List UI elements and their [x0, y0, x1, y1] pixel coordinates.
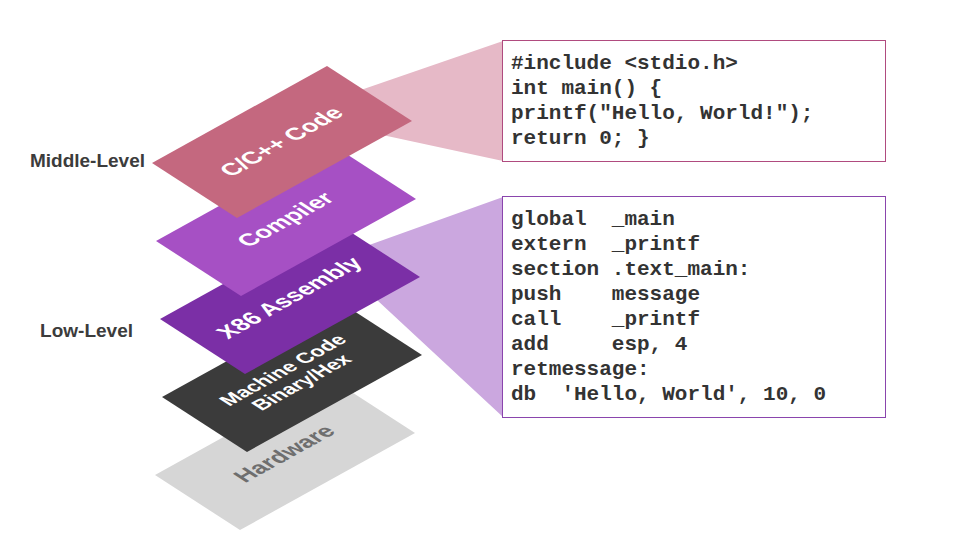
code-line: extern _printf	[511, 232, 877, 257]
code-line: #include <stdio.h>	[511, 51, 877, 76]
code-line: printf("Hello, World!");	[511, 101, 877, 126]
code-line: section .text_main:	[511, 257, 877, 282]
code-line: add esp, 4	[511, 332, 877, 357]
code-line: global _main	[511, 207, 877, 232]
code-line: int main() {	[511, 76, 877, 101]
code-box: #include <stdio.h>int main() {printf("He…	[502, 40, 886, 162]
code-line: retmessage:	[511, 357, 877, 382]
code-box: global _mainextern _printfsection .text_…	[502, 196, 886, 418]
code-line: push message	[511, 282, 877, 307]
code-line: db 'Hello, World', 10, 0	[511, 382, 877, 407]
code-line: call _printf	[511, 307, 877, 332]
level-label: Low-Level	[40, 320, 133, 342]
level-label: Middle-Level	[30, 150, 145, 172]
code-line: return 0; }	[511, 126, 877, 151]
